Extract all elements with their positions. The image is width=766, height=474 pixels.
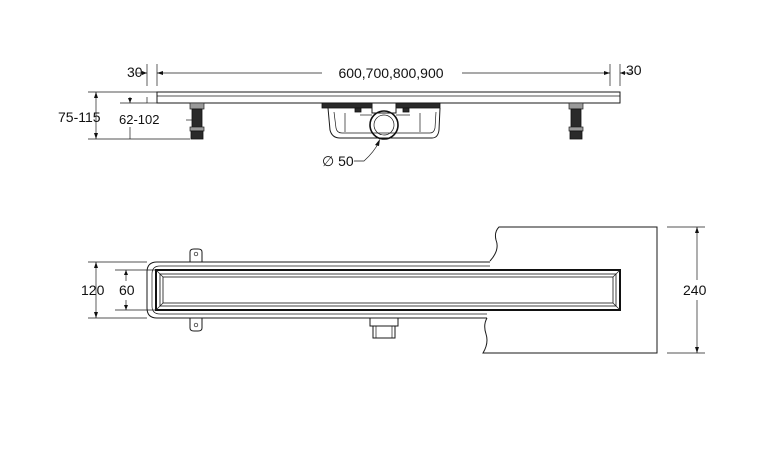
outlet-stub [369, 317, 399, 339]
outlet-diameter-label: ∅ 50 [322, 153, 354, 169]
outlet-siphon [321, 102, 441, 140]
grate [155, 269, 621, 311]
foot-height-label: 62-102 [119, 112, 159, 127]
left-overhang-label: 30 [127, 64, 143, 80]
lengths-label: 600,700,800,900 [338, 65, 443, 81]
length-dimension: 30 600,700,800,900 30 [127, 62, 642, 86]
channel-outer [146, 261, 490, 319]
grate-width-label: 60 [119, 282, 135, 298]
left-adjustable-foot [186, 102, 205, 140]
height-dimensions: 75-115 62-102 [58, 91, 190, 140]
floor-section [482, 226, 658, 354]
floor-width-dimension: 240 [667, 226, 707, 354]
right-overhang-label: 30 [626, 62, 642, 78]
outlet-diameter-callout: ∅ 50 [322, 139, 380, 169]
top-view: 120 60 240 [81, 226, 707, 354]
side-view: 30 600,700,800,900 30 [58, 62, 642, 169]
width-dimensions: 120 60 [81, 261, 156, 319]
right-adjustable-foot [568, 102, 584, 140]
channel-body [146, 91, 621, 104]
bottom-mounting-bracket [189, 318, 203, 332]
total-height-label: 75-115 [58, 109, 101, 125]
body-width-label: 120 [81, 282, 105, 298]
floor-width-label: 240 [683, 282, 707, 298]
top-mounting-bracket [189, 248, 203, 262]
